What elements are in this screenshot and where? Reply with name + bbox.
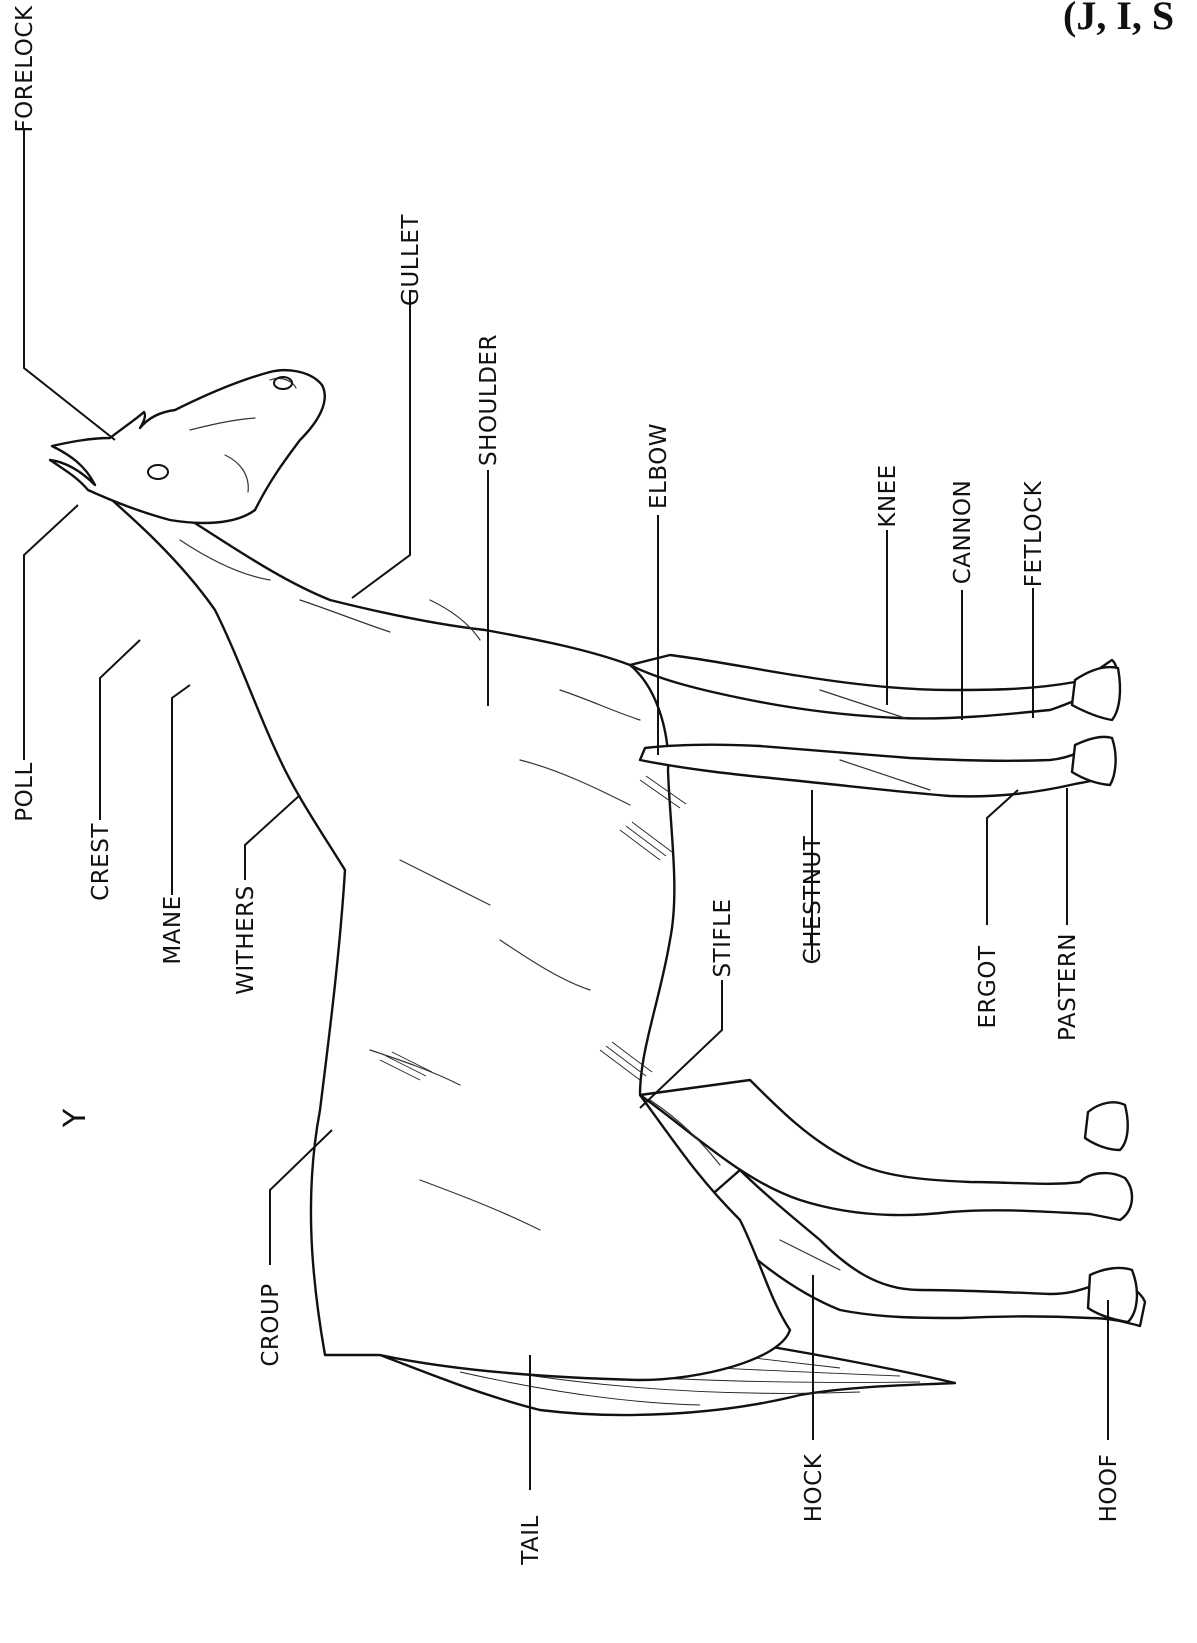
label-ergot: ERGOT: [975, 945, 1001, 1028]
label-knee: KNEE: [875, 464, 901, 527]
foreleg-far: [630, 655, 1117, 718]
hoof-front-far: [1072, 667, 1120, 720]
label-hoof: HOOF: [1096, 1454, 1122, 1523]
label-gullet: GULLET: [398, 214, 424, 306]
label-pastern: PASTERN: [1055, 933, 1081, 1041]
label-hock: HOCK: [801, 1453, 827, 1522]
label-fetlock: FETLOCK: [1021, 480, 1047, 587]
label-elbow: ELBOW: [646, 423, 672, 509]
label-stifle: STIFLE: [710, 898, 736, 977]
page-title: (J, I, S: [1063, 0, 1174, 38]
figure-letter: Y: [58, 1108, 93, 1128]
label-poll: POLL: [12, 762, 38, 822]
horse-head: [50, 370, 325, 523]
label-chestnut: CHESTNUT: [800, 835, 826, 964]
horse-illustration: [50, 370, 1145, 1415]
label-forelock: FORELOCK: [12, 5, 38, 133]
foreleg-near: [640, 738, 1112, 796]
label-mane: MANE: [160, 895, 186, 964]
label-shoulder: SHOULDER: [476, 334, 502, 466]
hoof-hind-near: [1085, 1102, 1128, 1150]
label-withers: WITHERS: [233, 885, 259, 994]
label-crest: CREST: [88, 823, 114, 901]
label-cannon: CANNON: [950, 480, 976, 585]
label-tail: TAIL: [518, 1515, 544, 1566]
label-croup: CROUP: [258, 1283, 284, 1366]
